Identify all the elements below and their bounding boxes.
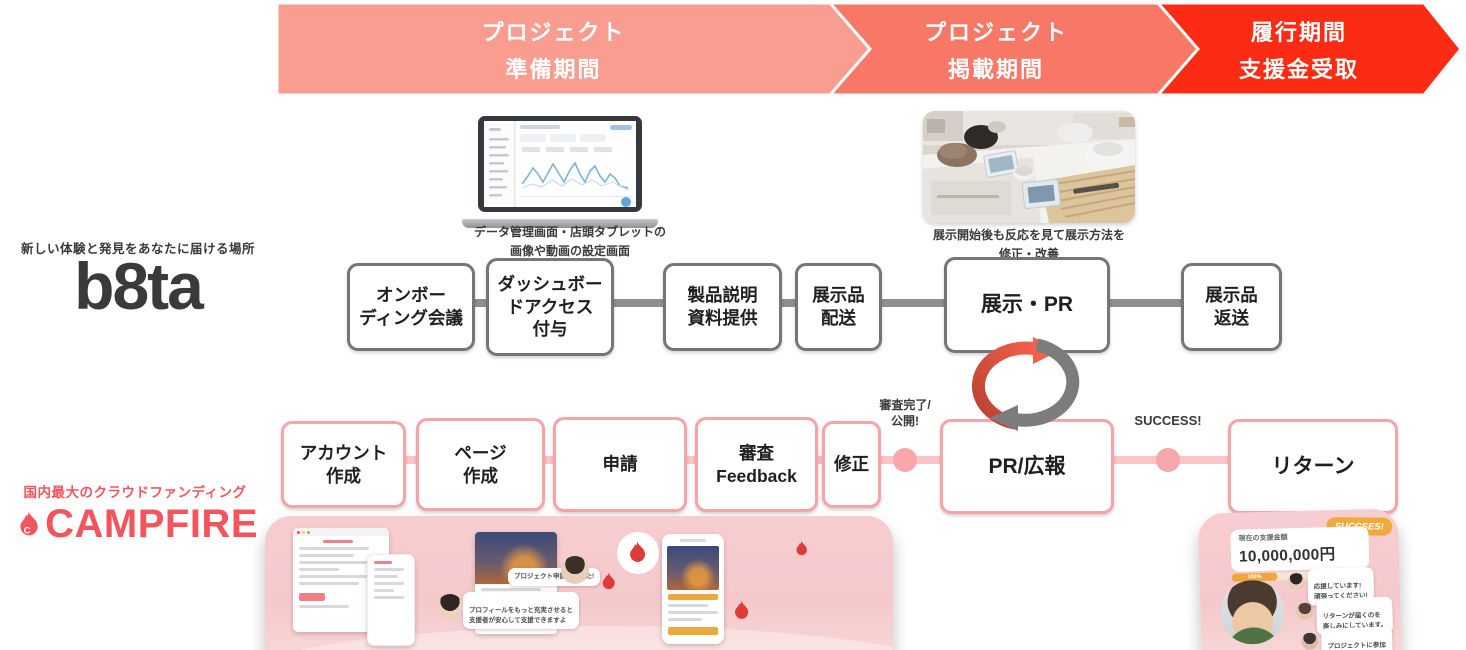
phase-arrow-1 <box>275 1 872 97</box>
step-label: 修正 <box>834 454 869 475</box>
step-product-docs: 製品説明 資料提供 <box>663 263 782 351</box>
flame-icon <box>796 540 807 556</box>
milestone-label-publish: 審査完了/ 公開! <box>879 398 931 428</box>
step-account-create: アカウント 作成 <box>281 421 406 508</box>
supporter-bubble-3: プロジェクトに参加 できて嬉しいです。 <box>1320 626 1393 650</box>
amount-card: 現在の支援金額 10,000,000円 <box>1230 526 1370 572</box>
dashboard-laptop-image <box>462 116 658 228</box>
laptop-caption: データ管理画面・店頭タブレットの 画像や動画の設定画面 <box>473 225 666 258</box>
step-review-feedback: 審査 Feedback <box>695 417 818 512</box>
step-label: 展示品 返送 <box>1205 285 1258 328</box>
amount-value: 10,000,000円 <box>1238 546 1336 566</box>
phone-mockup-2 <box>662 534 724 644</box>
step-pr-publicity: PR/広報 <box>940 419 1114 514</box>
phase-2-line2: 掲載期間 <box>947 57 1044 83</box>
step-exhibit-shipping: 展示品 配送 <box>795 263 882 351</box>
flame-icon <box>602 572 615 590</box>
bubble-profile-text: プロフィールをもっと充実させると 支援者が安心して支援できますよ <box>469 606 573 624</box>
step-label: 展示・PR <box>980 293 1074 317</box>
milestone-dot-success <box>1156 448 1180 472</box>
step-label: リターン <box>1271 454 1355 478</box>
flame-badge-icon <box>617 532 659 574</box>
bubble-apply-text: プロジェクト申請しました! <box>514 573 595 580</box>
avatar-supporter-1 <box>1287 572 1305 591</box>
phase-arrows <box>275 1 1463 97</box>
b8ta-tagline: 新しい体験と発見をあなたに届ける場所 <box>20 242 255 256</box>
phase-label-fulfillment: 履行期間 支援金受取 <box>1165 14 1433 89</box>
avatar-owner <box>1219 579 1286 646</box>
laptop-screen <box>478 116 642 212</box>
laptop-base <box>462 219 658 228</box>
step-page-create: ページ 作成 <box>416 418 545 511</box>
svg-text:C: C <box>24 525 31 536</box>
step-label: PR/広報 <box>988 454 1066 478</box>
speech-bubble-profile: プロフィールをもっと充実させると 支援者が安心して支援できますよ <box>463 592 579 630</box>
campfire-wordmark: CAMPFIRE <box>45 502 258 546</box>
phone-mockup-1 <box>367 554 415 646</box>
store-display-photo <box>923 111 1135 223</box>
milestone-label-success: SUCCESS! <box>1134 413 1202 428</box>
step-exhibit-return: 展示品 返送 <box>1181 263 1282 351</box>
cycle-arrows-icon <box>971 337 1080 431</box>
phase-2-line1: プロジェクト <box>923 20 1068 45</box>
step-return: リターン <box>1228 419 1398 514</box>
step-apply: 申請 <box>553 417 687 512</box>
milestone-dot-publish <box>893 448 917 472</box>
campfire-flame-icon: C <box>20 511 38 536</box>
step-label: ダッシュボー ドアクセス 付与 <box>497 273 603 340</box>
avatar-supporter-2 <box>1296 602 1314 621</box>
step-dashboard-access: ダッシュボー ドアクセス 付与 <box>486 258 614 356</box>
step-label: オンボー ディング会議 <box>359 285 463 328</box>
phase-label-preparation: プロジェクト 準備期間 <box>277 14 830 89</box>
step-label: 展示品 配送 <box>812 285 865 328</box>
phase-1-line2: 準備期間 <box>505 57 602 83</box>
flame-icon <box>735 600 749 619</box>
step-label: 申請 <box>602 454 638 475</box>
avatar-male <box>561 556 589 584</box>
avatar-supporter-3 <box>1301 632 1319 650</box>
phase-label-published: プロジェクト 掲載期間 <box>832 14 1160 89</box>
store-photo-art <box>923 111 1135 223</box>
b8ta-logo: b8ta <box>74 249 204 323</box>
success-panel: SUCCSES! 現在の支援金額 10,000,000円 100% 応援していま… <box>1197 508 1403 650</box>
step-label: 審査 Feedback <box>716 442 797 486</box>
campfire-logo: C CAMPFIRE <box>18 502 258 547</box>
avatar-female <box>437 594 463 620</box>
phase-1-line1: プロジェクト <box>481 20 626 45</box>
step-label: 製品説明 資料提供 <box>687 285 758 328</box>
step-label: ページ 作成 <box>454 442 507 486</box>
campfire-tagline: 国内最大のクラウドファンディング <box>23 485 247 500</box>
phase-3-line2: 支援金受取 <box>1238 57 1359 83</box>
step-label: アカウント 作成 <box>299 442 388 486</box>
phase-3-line1: 履行期間 <box>1250 20 1347 45</box>
step-revise: 修正 <box>822 421 881 508</box>
step-exhibit-pr: 展示・PR <box>944 257 1110 353</box>
campfire-ui-panel: プロジェクト申請しました! プロフィールをもっと充実させると 支援者が安心して支… <box>265 516 893 650</box>
step-onboarding-meeting: オンボー ディング会議 <box>347 263 475 351</box>
supporter-bubble-3-text: プロジェクトに参加 できて嬉しいです。 <box>1327 641 1386 650</box>
